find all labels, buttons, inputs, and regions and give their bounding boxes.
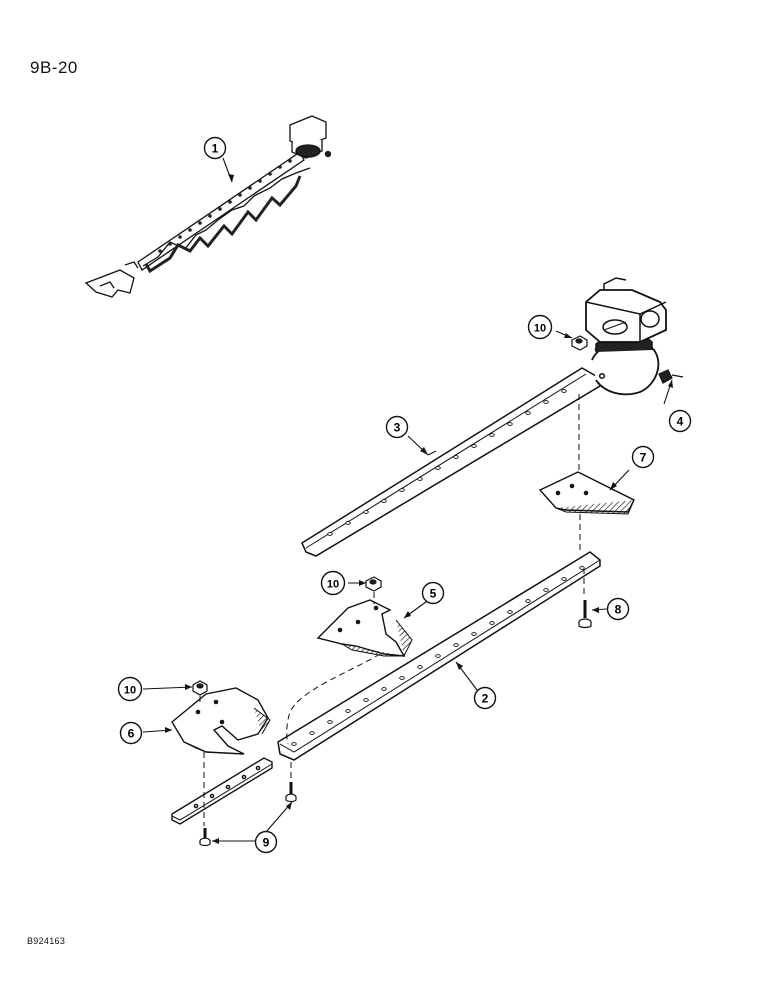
knife-section-7 (538, 471, 635, 515)
grease-fitting-4 (658, 369, 684, 384)
callout-10-top-label: 10 (534, 323, 546, 335)
knife-section-5 (316, 599, 413, 657)
callout-5: 5 (421, 581, 445, 605)
figure-code: B924163 (27, 936, 66, 946)
callout-10-middle-label: 10 (327, 579, 339, 591)
page-number: 9B-20 (30, 58, 78, 77)
callout-6-label: 6 (128, 727, 135, 741)
callout-6: 6 (119, 721, 143, 745)
callout-10-top: 10 (527, 314, 553, 340)
leader-arrowheads (165, 174, 673, 844)
callout-10-middle: 10 (320, 570, 346, 596)
callout-5-label: 5 (430, 587, 437, 601)
short-bar (171, 757, 273, 825)
bolts-9 (199, 782, 297, 847)
knife-bar-2 (277, 551, 601, 761)
end-section-6 (171, 687, 271, 755)
callout-10-lower: 10 (117, 676, 143, 702)
nut-10-lower (192, 680, 208, 696)
callout-8-label: 8 (615, 603, 622, 617)
callout-7: 7 (631, 445, 655, 469)
knife-assembly (84, 115, 332, 298)
callout-4-label: 4 (677, 415, 684, 429)
callout-7-label: 7 (640, 451, 647, 465)
callout-4: 4 (668, 409, 692, 433)
callout-1: 1 (203, 136, 227, 160)
callout-3: 3 (385, 415, 409, 439)
callout-1-label: 1 (212, 142, 219, 156)
callout-9-label: 9 (263, 836, 270, 850)
callout-2: 2 (473, 686, 497, 710)
callout-8: 8 (606, 597, 630, 621)
bolt-8 (578, 600, 592, 629)
nut-10-middle (365, 576, 382, 592)
callout-10-lower-label: 10 (124, 685, 136, 697)
callout-9: 9 (254, 830, 278, 854)
nut-10-top (571, 335, 588, 351)
alignment-lines (199, 394, 585, 826)
knife-head-arm (301, 277, 667, 557)
callout-3-label: 3 (394, 421, 401, 435)
callout-2-label: 2 (482, 692, 489, 706)
